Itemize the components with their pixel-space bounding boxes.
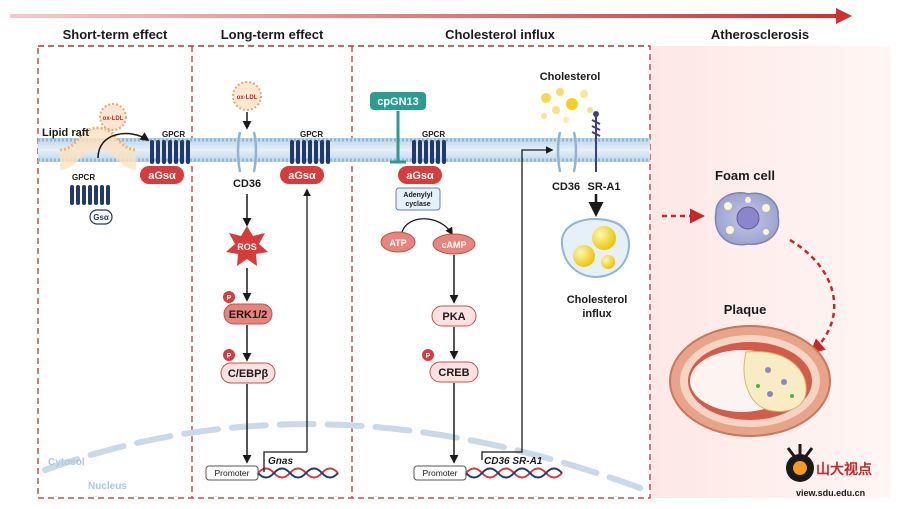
brand-url: view.sdu.edu.cn <box>796 488 865 498</box>
dna-helix-icon <box>465 467 563 479</box>
agsa-label: aGsα <box>406 170 434 182</box>
ox-ldl-particle-icon: ox-LDL <box>99 103 127 131</box>
sra1-receptor-icon <box>591 111 601 172</box>
adenylyl-label-line2: cyclase <box>405 201 430 208</box>
erk-label: ERK1/2 <box>229 309 268 321</box>
agsa-label: aGsα <box>288 170 316 182</box>
creb-node <box>429 361 479 383</box>
target-genes-label: CD36 SR-A1 <box>484 456 543 467</box>
camp-label: cAMP <box>441 240 466 250</box>
panel-cholesterol-influx: cpGN13 GPCR aGsα Adenylyl cyclase ATP cA… <box>370 71 630 481</box>
adenylyl-label-line1: Adenylyl <box>403 192 432 199</box>
gpcr-label: GPCR <box>422 130 445 139</box>
svg-text:ox-LDL: ox-LDL <box>103 116 124 122</box>
panel-short-term: ox-LDL Lipid raft GPCR Gsα GPCR <box>42 103 190 225</box>
gnas-gene-label: Gnas <box>268 456 293 467</box>
expression-arrow <box>481 146 554 460</box>
phospho-label: P <box>227 353 232 360</box>
camp-node <box>432 233 476 255</box>
atp-label: ATP <box>389 238 406 248</box>
cholesterol-label: Cholesterol <box>540 71 601 83</box>
header-cholesterol-influx: Cholesterol influx <box>445 27 556 42</box>
inhibition-bar <box>390 111 406 164</box>
lipid-raft-label: Lipid raft <box>42 127 89 139</box>
translocation-arrow <box>97 132 150 159</box>
header-long-term: Long-term effect <box>221 27 324 42</box>
brand-logo-icon <box>786 444 814 482</box>
promoter-label: Promoter <box>423 468 458 478</box>
cebp-label: C/EBPβ <box>228 368 269 380</box>
cd36-label: CD36 <box>233 178 261 190</box>
gpcr-label-active: GPCR <box>162 130 185 139</box>
adenylyl-cyclase-node <box>395 187 441 211</box>
pka-node <box>431 305 477 327</box>
creb-label: CREB <box>438 367 469 379</box>
header-short-term: Short-term effect <box>63 27 168 42</box>
gpcr-label-raft: GPCR <box>72 173 95 182</box>
phospho-badge-icon <box>422 349 434 361</box>
pka-label: PKA <box>442 311 465 323</box>
ros-burst-icon <box>226 226 268 266</box>
cd36-receptor-icon <box>236 131 258 173</box>
nucleus-label: Nucleus <box>88 481 127 492</box>
plaque-formation-arrow <box>789 238 836 354</box>
lipid-raft <box>59 126 137 170</box>
agsa-label: aGsα <box>148 170 176 182</box>
atp-node <box>380 231 416 253</box>
gpcr-receptor-icon <box>150 140 190 164</box>
cpgn13-label: cpGN13 <box>377 96 419 108</box>
svg-text:ox-LDL: ox-LDL <box>237 95 258 101</box>
gpcr-receptor-icon <box>70 185 110 205</box>
phospho-badge-icon <box>223 349 235 361</box>
cytosol-label: Cytosol <box>48 457 85 468</box>
cholesterol-particles-icon <box>541 88 593 123</box>
gpcr-label: GPCR <box>300 130 323 139</box>
promoter-label: Promoter <box>215 468 250 478</box>
agsa-badge <box>140 166 184 184</box>
cholesterol-influx-label-1: Cholesterol <box>567 294 628 306</box>
gpcr-receptor-icon <box>412 140 446 164</box>
gpcr-receptor-icon <box>290 140 330 164</box>
nuclear-envelope <box>42 421 643 491</box>
foam-cell-label: Foam cell <box>715 168 775 183</box>
agsa-badge <box>398 166 442 184</box>
foam-cell-icon <box>714 192 780 246</box>
gs-alpha-label: Gsα <box>93 213 109 222</box>
gs-alpha-icon <box>89 209 113 225</box>
panel-atherosclerosis: Foam cell Plaque <box>662 168 836 437</box>
ox-ldl-particle-icon: ox-LDL <box>232 81 262 111</box>
artery-plaque-icon <box>669 325 831 437</box>
agsa-badge <box>280 166 324 184</box>
panel-borders <box>37 45 651 499</box>
cebp-node <box>220 362 276 384</box>
ros-label: ROS <box>237 242 257 252</box>
cpgn13-badge <box>370 92 426 110</box>
lipid-droplet-icon <box>560 218 630 278</box>
watermark: 山大视点 view.sdu.edu.cn <box>786 444 872 498</box>
plaque-label: Plaque <box>724 302 767 317</box>
cd36-receptor-icon <box>556 131 578 173</box>
cd36-label: CD36 <box>552 181 580 193</box>
phospho-label: P <box>426 353 431 360</box>
phospho-badge-icon <box>223 291 235 303</box>
sra1-label: SR-A1 <box>587 181 620 193</box>
phospho-label: P <box>227 295 232 302</box>
cholesterol-influx-label-2: influx <box>582 308 612 320</box>
timeline-arrow <box>10 8 852 24</box>
dna-helix-icon <box>257 467 339 479</box>
erk-node <box>223 303 273 325</box>
brand-text: 山大视点 <box>816 461 872 477</box>
panel-long-term: ox-LDL CD36 GPCR aGsα ROS P ERK1/2 <box>205 81 339 481</box>
header-atherosclerosis: Atherosclerosis <box>711 27 809 42</box>
